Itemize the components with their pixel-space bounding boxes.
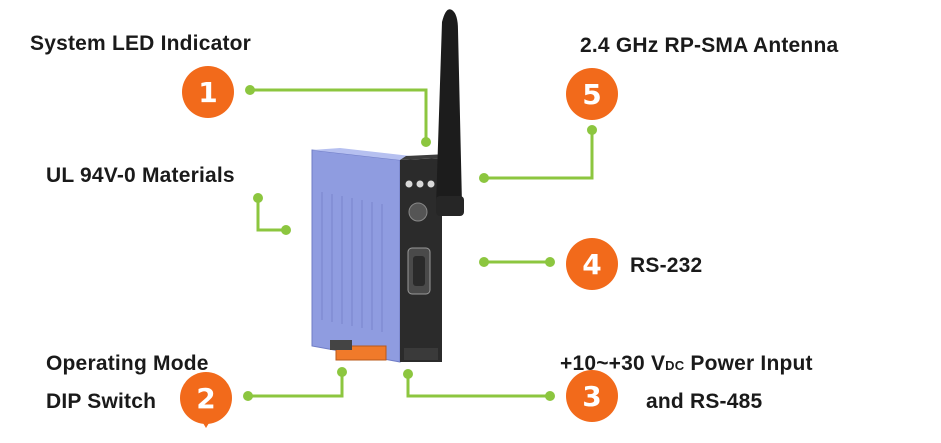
leader-line-3 (406, 374, 550, 398)
dip-switch-base (330, 340, 352, 350)
leader-lines (248, 88, 594, 398)
callout-badge-1: 1 (182, 66, 234, 118)
power-input-prefix: +10~+30 V (560, 352, 666, 375)
label-system-led-indicator: System LED Indicator (30, 32, 252, 55)
system-led-indicators (405, 180, 435, 188)
callout-badge-4: 4 (566, 238, 618, 290)
leader-line-materials (256, 198, 286, 232)
power-input-dc-subscript: DC (665, 358, 685, 373)
leader-line-2 (248, 372, 344, 398)
enclosure-vent-ribs (321, 192, 383, 332)
power-terminal (404, 348, 438, 360)
antenna-connector (408, 202, 428, 222)
enclosure-side (311, 149, 401, 363)
label-rs485: and RS-485 (646, 390, 763, 413)
power-input-suffix: Power Input (684, 352, 813, 375)
callout-badge-3: 3 (566, 370, 618, 422)
device-illustration (311, 9, 464, 363)
front-panel-top (400, 154, 448, 160)
enclosure-top (312, 148, 428, 160)
label-power-input: +10~+30 VDC Power Input (560, 352, 813, 376)
leader-line-5 (484, 130, 594, 180)
label-ul-materials: UL 94V-0 Materials (46, 164, 235, 187)
leader-dots (243, 85, 597, 401)
antenna (436, 9, 462, 209)
label-rp-sma-antenna: 2.4 GHz RP-SMA Antenna (580, 34, 839, 57)
label-rs232: RS-232 (630, 254, 703, 277)
label-operating-mode: Operating Mode (46, 352, 209, 375)
leader-line-1 (250, 88, 428, 142)
label-dip-switch: DIP Switch (46, 390, 157, 413)
callout-badge-2: 2 (180, 372, 232, 424)
callout-badge-5: 5 (566, 68, 618, 120)
